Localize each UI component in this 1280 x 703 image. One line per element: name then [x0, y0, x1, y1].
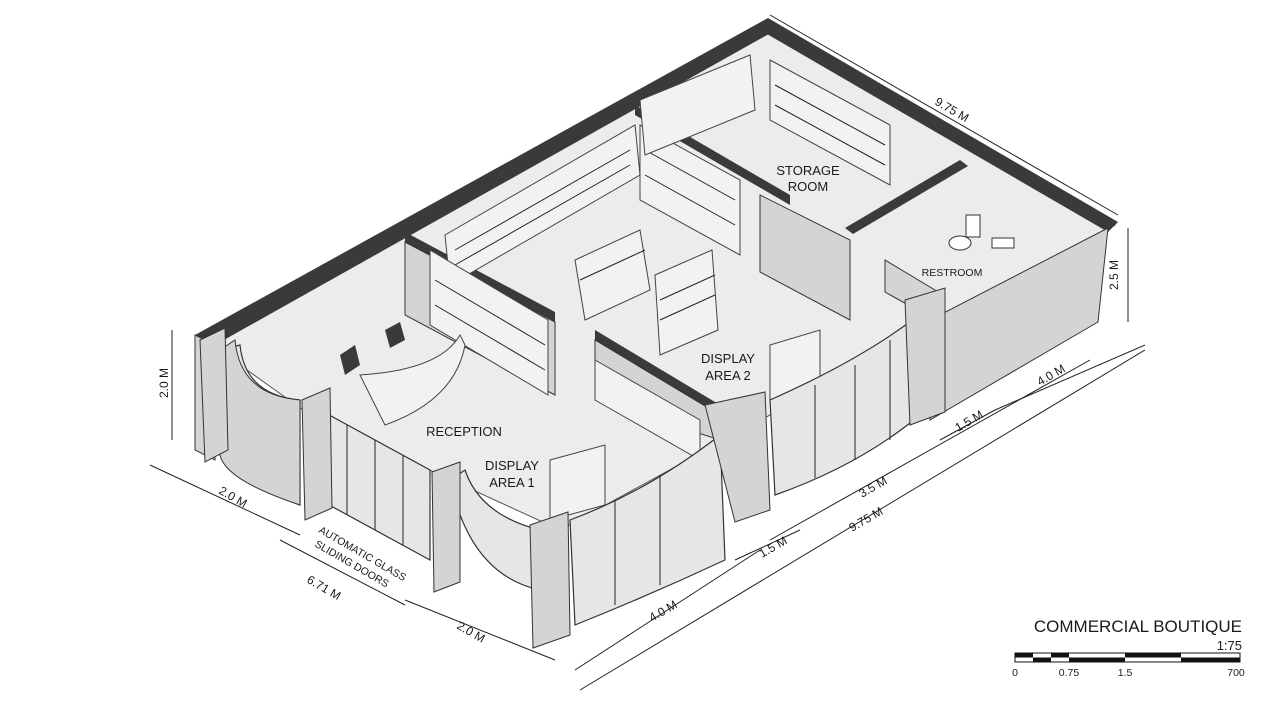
front-glazing-center: [449, 433, 726, 626]
drawing-title: COMMERCIAL BOUTIQUE: [1034, 617, 1242, 636]
dim-side-4b: 4.0 M: [1035, 361, 1068, 388]
storage-label-1: STORAGE: [776, 163, 840, 178]
dim-side-3-5: 3.5 M: [857, 473, 890, 500]
dimension-lines: [149, 14, 1146, 691]
storage-label-2: ROOM: [788, 179, 828, 194]
title-block: COMMERCIAL BOUTIQUE 1:75 0 0.75 1.5 700: [1012, 617, 1245, 679]
dim-side-1-5a: 1.5 M: [757, 533, 790, 560]
reception-desk: [359, 333, 466, 426]
dim-front-total: 6.71 M: [305, 572, 344, 602]
scale-tick-0: 0: [1012, 667, 1018, 679]
scale-bar: [1014, 652, 1241, 663]
display1-label-1: DISPLAY: [485, 458, 539, 473]
right-exterior-wall: [929, 227, 1109, 421]
drawing-scale: 1:75: [1217, 638, 1242, 653]
island-shelves: [574, 229, 719, 356]
reception-label: RECEPTION: [426, 424, 502, 439]
shelving-back: [444, 54, 891, 286]
front-glazing-left: [219, 339, 301, 506]
storage-wall-face: [759, 194, 851, 321]
back-wall-right: [760, 18, 1118, 232]
dim-side-4a: 4.0 M: [647, 597, 680, 624]
dim-height-right: 2.5 M: [1107, 260, 1121, 290]
pillars: [199, 287, 946, 649]
back-wall-left: [195, 18, 776, 345]
dim-height-left: 2.0 M: [157, 368, 171, 398]
shelving-display1: [549, 359, 701, 521]
display2-label-2: AREA 2: [705, 368, 751, 383]
restroom-label: RESTROOM: [922, 267, 983, 279]
partition-reception: [405, 232, 555, 322]
dim-front-right-2: 2.0 M: [455, 618, 488, 645]
shelving-reception-wall: [429, 249, 549, 396]
dim-side-9-75: 9.75 M: [847, 504, 886, 534]
partition-restroom: [845, 160, 968, 234]
dim-side-1-5b: 1.5 M: [953, 407, 986, 434]
display2-label-1: DISPLAY: [701, 351, 755, 366]
dim-front-left-2: 2.0 M: [217, 483, 250, 510]
scale-tick-2: 1.5: [1118, 667, 1133, 679]
toilet: [948, 214, 981, 251]
scale-tick-3: 700: [1227, 667, 1245, 679]
display1-label-2: AREA 1: [489, 475, 535, 490]
reception-chairs: [340, 322, 405, 375]
partition-display: [595, 330, 720, 415]
scale-tick-1: 0.75: [1059, 667, 1080, 679]
sink: [991, 237, 1015, 249]
